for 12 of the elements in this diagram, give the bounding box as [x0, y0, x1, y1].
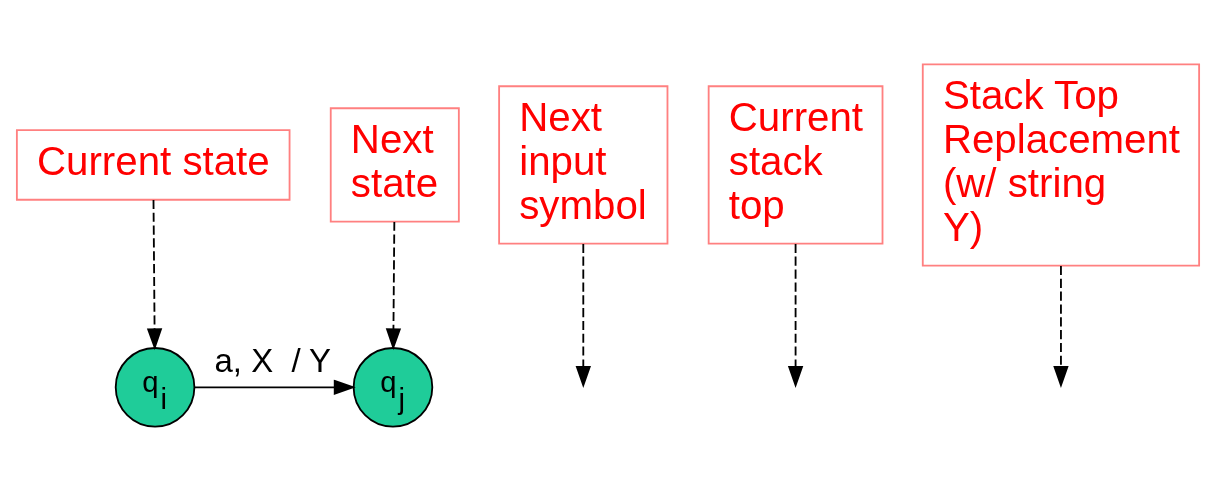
- edge-label: a, X / Y: [214, 341, 332, 379]
- node-box: Current stack top: [707, 84, 884, 245]
- arrow: [575, 242, 591, 388]
- node-box: Stack Top Replacement (w/ string Y): [921, 62, 1201, 267]
- node-box: Next state: [329, 106, 460, 223]
- arrow: [787, 242, 804, 388]
- arrow: [385, 220, 402, 350]
- node-box: Next input symbol: [498, 84, 669, 245]
- arrow: [1053, 264, 1069, 388]
- arrow: [146, 198, 163, 350]
- arrow: [193, 379, 356, 395]
- node-box: Current state: [15, 128, 291, 201]
